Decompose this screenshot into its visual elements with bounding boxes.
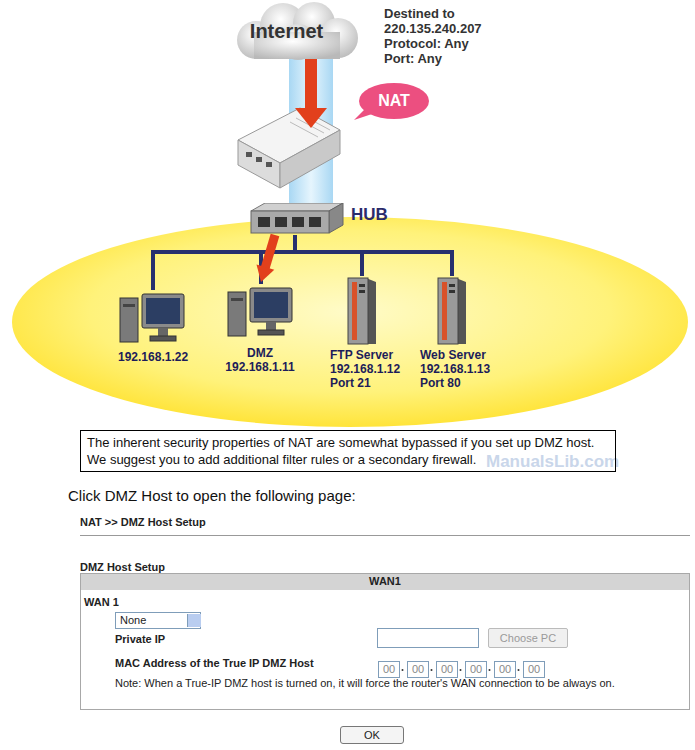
cloud-node: Internet [228,2,363,60]
label-text: Choose PC [488,628,568,648]
label-text: Private IP [115,633,165,645]
pc-icon [118,290,188,346]
label-text: 00 [378,661,400,678]
label-text: Click DMZ Host to open the following pag… [68,487,356,504]
router-icon [238,108,340,188]
server-icon [432,276,472,346]
hub-node: HUB [245,203,345,235]
node-text: We suggest you to add additional filter … [87,451,609,468]
pc-node: 192.168.1.22 [118,290,196,364]
label-text: 00 [523,661,545,678]
lan-wire [295,235,362,276]
tower-node: FTP Server 192.168.1.12 Port 21 [330,276,420,390]
server-icon [342,276,382,346]
select-arrow [187,614,201,627]
node-text: NAT [352,82,430,120]
label-text: OK [340,726,404,744]
pc-icon [226,284,296,340]
lan-zone [12,217,688,427]
label-text: MAC Address of the True IP DMZ Host [115,657,314,669]
pc-node: DMZ 192.168.1.11 [218,284,302,374]
text-input [377,628,479,648]
label-text: DMZ Host Setup [80,561,165,573]
label-text: Destined to [384,6,455,21]
node-text: 192.168.1.22 [118,350,196,364]
node-text: HUB [351,205,388,225]
label-text: NAT >> DMZ Host Setup [80,516,206,528]
lan-wire [153,235,295,290]
label-text: WAN 1 [84,596,119,608]
node-text: FTP Server 192.168.1.12 Port 21 [330,348,420,390]
label-text: 220.135.240.207 [384,21,482,36]
label-text: 00 [407,661,429,678]
node-text: Web Server 192.168.1.13 Port 80 [420,348,510,390]
hub-shape [245,203,345,235]
lan-wire [295,235,452,276]
watermark: ManualsLib.com [486,452,619,472]
lan-wire [257,235,295,284]
label-text: 00 [494,661,516,678]
tower-node: Web Server 192.168.1.13 Port 80 [420,276,510,390]
node-text: Internet [228,2,363,60]
label-text: Port: Any [384,51,442,66]
note-box: The inherent security properties of NAT … [80,430,616,472]
node-text: DMZ 192.168.1.11 [218,346,302,374]
label-text: WAN1 [81,575,689,587]
label-text: 00 [436,661,458,678]
label-text: Protocol: Any [384,36,469,51]
bubble-node: NAT [352,82,430,122]
label-text: Note: When a True-IP DMZ host is turned … [115,676,680,690]
title-rule [80,535,690,536]
node-text: The inherent security properties of NAT … [87,434,609,451]
label-text: 00 [465,661,487,678]
